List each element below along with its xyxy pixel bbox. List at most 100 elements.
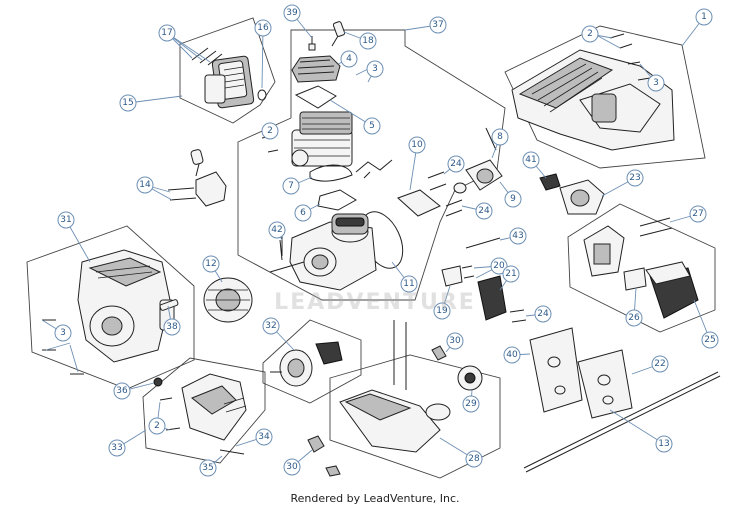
callout-22: 22 <box>651 355 669 373</box>
engine-cover-part <box>511 33 675 151</box>
svg-text:24: 24 <box>478 206 490 216</box>
group-outline-flywheel-housing <box>142 357 266 464</box>
callout-40: 40 <box>503 346 521 364</box>
callout-33: 33 <box>108 439 126 457</box>
callout-13: 13 <box>655 435 673 453</box>
svg-text:39: 39 <box>286 8 298 18</box>
callout-30: 30 <box>283 458 301 476</box>
callout-10: 10 <box>408 136 426 154</box>
svg-text:3: 3 <box>372 64 378 74</box>
callout-30: 30 <box>446 332 464 350</box>
callout-11: 11 <box>400 275 418 293</box>
callout-15: 15 <box>119 94 137 112</box>
svg-text:2: 2 <box>587 29 593 39</box>
group-outlines <box>26 17 716 479</box>
svg-text:43: 43 <box>512 231 523 241</box>
svg-text:37: 37 <box>432 20 443 30</box>
throttle-cable-part-2 <box>525 375 721 473</box>
throttle-bracket-part <box>441 265 527 323</box>
callout-1: 1 <box>695 8 713 26</box>
footer-credit: Rendered by LeadVenture, Inc. <box>290 492 460 505</box>
pin-38-part <box>159 299 179 311</box>
spring-10-part <box>355 159 393 179</box>
callout-17: 17 <box>158 24 176 42</box>
svg-text:16: 16 <box>257 23 269 33</box>
callout-2: 2 <box>148 417 166 435</box>
callout-9: 9 <box>504 190 522 208</box>
intake-manifold-part <box>397 127 503 217</box>
svg-text:38: 38 <box>166 322 178 332</box>
callout-2: 2 <box>261 122 279 140</box>
callout-23: 23 <box>626 169 644 187</box>
svg-text:36: 36 <box>116 386 128 396</box>
cylinder-cover-part <box>291 21 346 109</box>
callout-20: 20 <box>490 257 508 275</box>
svg-text:23: 23 <box>629 173 640 183</box>
callout-12: 12 <box>202 255 220 273</box>
svg-text:24: 24 <box>537 309 549 319</box>
group-outline-fuel-tank <box>329 354 501 479</box>
svg-text:30: 30 <box>286 462 298 472</box>
group-outline-air-filter-cover <box>179 17 276 124</box>
svg-text:10: 10 <box>411 140 423 150</box>
callout-21: 21 <box>502 265 520 283</box>
svg-text:33: 33 <box>111 443 122 453</box>
group-outline-shroud <box>567 203 716 333</box>
nut-30b-part <box>307 435 325 453</box>
callout-27: 27 <box>689 205 707 223</box>
svg-text:32: 32 <box>265 321 276 331</box>
svg-text:42: 42 <box>271 225 282 235</box>
svg-text:21: 21 <box>505 269 516 279</box>
callout-34: 34 <box>255 428 273 446</box>
svg-text:24: 24 <box>450 159 462 169</box>
svg-text:28: 28 <box>468 454 480 464</box>
svg-text:2: 2 <box>154 421 160 431</box>
svg-text:29: 29 <box>465 399 477 409</box>
callout-32: 32 <box>262 317 280 335</box>
svg-text:12: 12 <box>205 259 216 269</box>
svg-text:30: 30 <box>449 336 461 346</box>
svg-text:27: 27 <box>692 209 703 219</box>
callout-38: 38 <box>163 318 181 336</box>
plates-part <box>529 327 633 419</box>
callout-37: 37 <box>429 16 447 34</box>
gasket-6-part <box>317 189 357 211</box>
svg-text:9: 9 <box>510 194 516 204</box>
clutch-part <box>270 341 343 387</box>
svg-text:4: 4 <box>346 54 352 64</box>
group-outline-recoil-starter <box>26 225 195 390</box>
svg-text:41: 41 <box>525 155 536 165</box>
callout-24: 24 <box>534 305 552 323</box>
callout-28: 28 <box>465 450 483 468</box>
callout-31: 31 <box>57 211 75 229</box>
cylinder-part <box>261 111 353 167</box>
callout-35: 35 <box>199 459 217 477</box>
callout-6: 6 <box>294 204 312 222</box>
gasket-7-part <box>309 164 353 182</box>
callout-25: 25 <box>701 331 719 349</box>
svg-text:20: 20 <box>493 261 505 271</box>
screw-42-part <box>279 239 283 261</box>
nut-30-part <box>431 345 447 361</box>
svg-text:31: 31 <box>60 215 71 225</box>
callout-18: 18 <box>359 32 377 50</box>
svg-text:5: 5 <box>369 121 375 131</box>
svg-text:35: 35 <box>202 463 213 473</box>
fuel-tank-part <box>339 320 483 453</box>
callout-16: 16 <box>254 19 272 37</box>
svg-text:8: 8 <box>497 132 503 142</box>
callout-7: 7 <box>282 177 300 195</box>
callout-29: 29 <box>462 395 480 413</box>
recoil-starter-part <box>42 249 175 375</box>
svg-text:3: 3 <box>653 78 659 88</box>
flywheel-part <box>203 277 253 323</box>
callout-41: 41 <box>522 151 540 169</box>
shroud-part <box>583 217 699 319</box>
svg-text:40: 40 <box>506 350 518 360</box>
svg-text:18: 18 <box>362 36 374 46</box>
carburetor-part <box>539 173 605 215</box>
throttle-cable-part <box>523 371 719 469</box>
group-outline-engine-cover <box>504 25 706 169</box>
group-outline-clutch <box>262 319 362 404</box>
